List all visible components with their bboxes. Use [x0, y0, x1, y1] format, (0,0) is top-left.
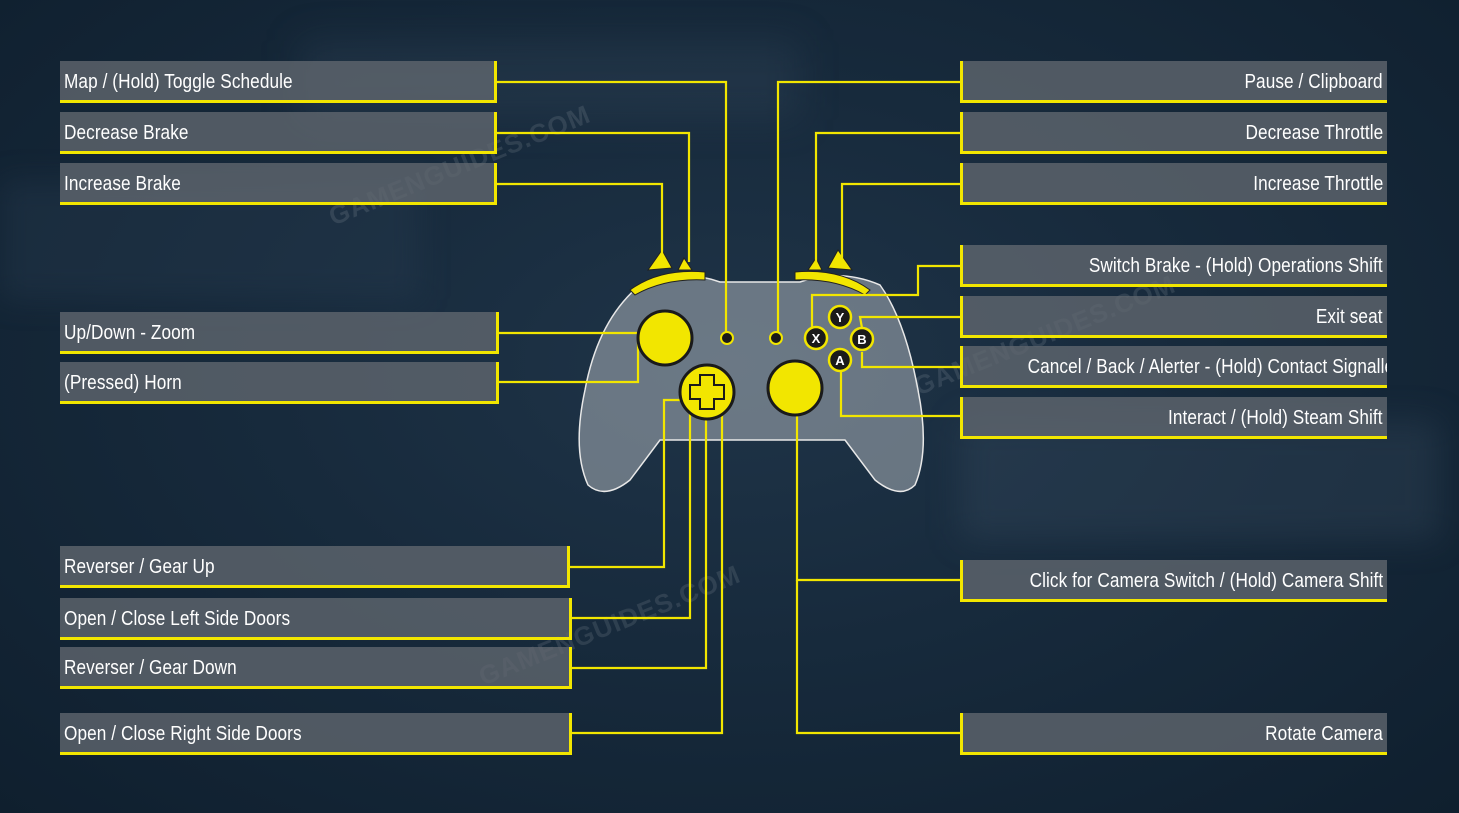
line-cancel	[860, 352, 962, 369]
b-button-label: B	[857, 332, 866, 347]
label-switch-brake: Switch Brake - (Hold) Operations Shift	[960, 245, 1387, 287]
label-increase-brake: Increase Brake	[60, 163, 497, 205]
a-button	[827, 347, 853, 373]
label-camera-switch: Click for Camera Switch / (Hold) Camera …	[960, 560, 1387, 602]
line-map	[497, 80, 728, 336]
line-rotate-camera	[795, 580, 962, 735]
right-stick	[766, 359, 824, 417]
view-button	[720, 331, 734, 345]
y-button	[827, 304, 853, 330]
label-pause: Pause / Clipboard	[960, 61, 1387, 103]
controller-body	[578, 275, 925, 493]
label-decrease-throttle: Decrease Throttle	[960, 112, 1387, 154]
label-cancel: Cancel / Back / Alerter - (Hold) Contact…	[960, 346, 1387, 388]
y-button-label: Y	[836, 310, 845, 325]
line-gear-up	[570, 398, 690, 569]
b-button	[849, 326, 875, 352]
line-increase-brake	[497, 182, 664, 262]
label-decrease-brake: Decrease Brake	[60, 112, 497, 154]
line-right-doors	[572, 400, 724, 735]
label-left-doors: Open / Close Left Side Doors	[60, 598, 572, 640]
line-decrease-brake	[497, 131, 691, 262]
left-trigger-2	[677, 257, 693, 271]
right-bumper	[794, 270, 871, 296]
label-gear-up: Reverser / Gear Up	[60, 546, 570, 588]
line-increase-throttle	[840, 182, 962, 262]
label-zoom: Up/Down - Zoom	[60, 312, 499, 354]
line-horn	[499, 340, 640, 384]
label-horn: (Pressed) Horn	[60, 362, 499, 404]
left-bumper	[629, 270, 706, 296]
label-gear-down: Reverser / Gear Down	[60, 647, 572, 689]
line-decrease-throttle	[814, 131, 962, 262]
label-exit-seat: Exit seat	[960, 296, 1387, 338]
label-right-doors: Open / Close Right Side Doors	[60, 713, 572, 755]
label-increase-throttle: Increase Throttle	[960, 163, 1387, 205]
line-pause	[776, 80, 962, 336]
label-interact: Interact / (Hold) Steam Shift	[960, 397, 1387, 439]
label-rotate-camera: Rotate Camera	[960, 713, 1387, 755]
line-switch-brake	[810, 264, 962, 338]
line-exit-seat	[858, 315, 962, 329]
x-button-label: X	[812, 331, 821, 346]
left-stick	[636, 309, 694, 367]
label-map: Map / (Hold) Toggle Schedule	[60, 61, 497, 103]
right-trigger	[827, 249, 854, 271]
line-interact	[839, 372, 962, 418]
a-button-label: A	[835, 353, 845, 368]
line-left-doors	[572, 410, 692, 620]
dpad	[689, 374, 725, 410]
background-shape	[960, 420, 1440, 540]
line-gear-down	[572, 412, 708, 670]
menu-button	[769, 331, 783, 345]
left-trigger	[646, 249, 673, 271]
x-button	[803, 325, 829, 351]
right-trigger-2	[807, 257, 823, 271]
